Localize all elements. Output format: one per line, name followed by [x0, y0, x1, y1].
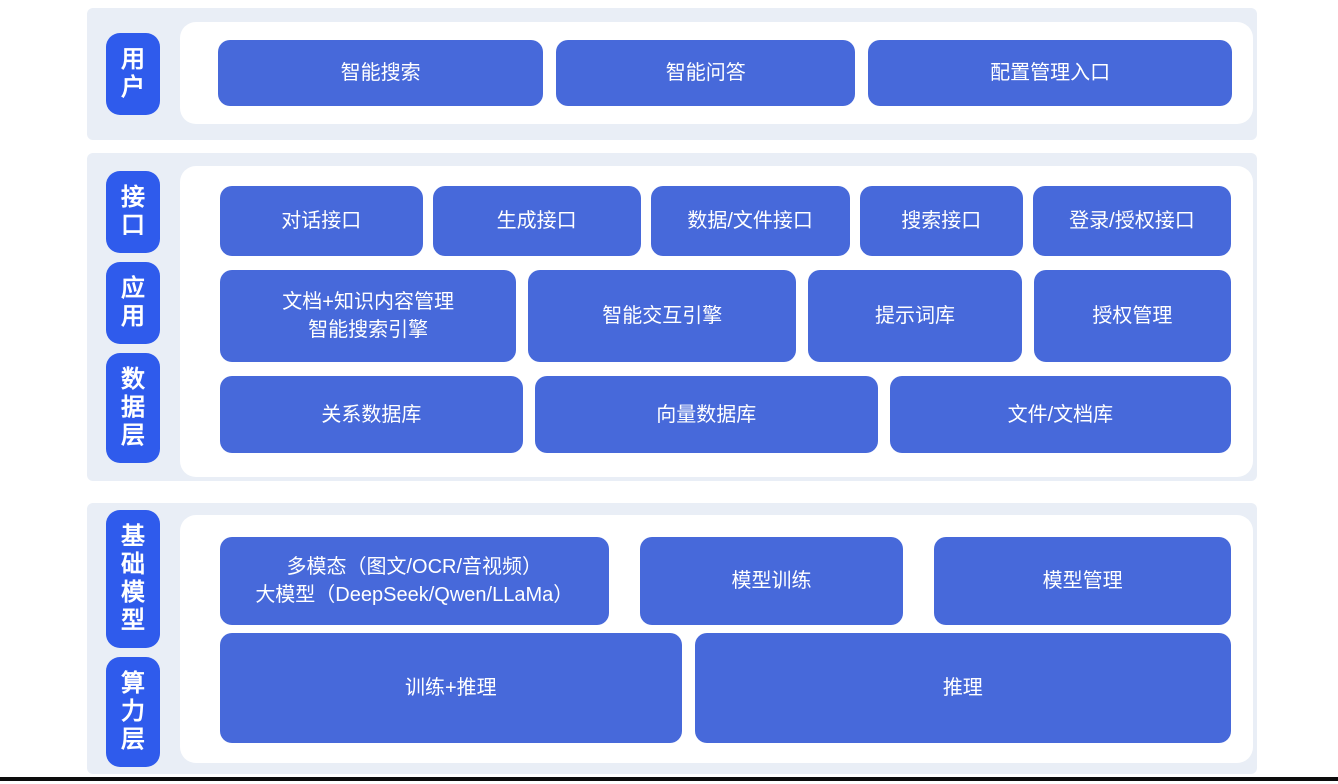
bottom-panel: 多模态（图文/OCR/音视频） 大模型（DeepSeek/Qwen/LLaMa）… [180, 515, 1253, 763]
side-label-application: 应用 [106, 262, 160, 344]
compute-layer-row: 训练+推理 推理 [220, 633, 1231, 743]
side-label-user-text: 用户 [121, 46, 145, 101]
bottom-label-column: 基础模型 算力层 [106, 503, 160, 774]
side-label-foundation-model-text: 基础模型 [121, 523, 145, 634]
user-layer-panel: 智能搜索 智能问答 配置管理入口 [180, 22, 1253, 124]
section-user-layer: 用户 智能搜索 智能问答 配置管理入口 [87, 8, 1257, 140]
block-model-management: 模型管理 [934, 537, 1231, 625]
block-model-training: 模型训练 [639, 537, 904, 625]
block-training-inference: 训练+推理 [220, 633, 682, 743]
block-search-api: 搜索接口 [859, 186, 1023, 256]
block-relational-db: 关系数据库 [220, 376, 523, 453]
architecture-diagram: 用户 智能搜索 智能问答 配置管理入口 接口 应用 数据层 对话接口 [87, 8, 1257, 774]
block-data-file-api: 数据/文件接口 [650, 186, 850, 256]
user-layer-row: 智能搜索 智能问答 配置管理入口 [218, 40, 1232, 106]
side-label-data-layer: 数据层 [106, 353, 160, 463]
middle-panel: 对话接口 生成接口 数据/文件接口 搜索接口 登录/授权接口 文档+知识内容管理… [180, 166, 1253, 477]
block-file-doc-store: 文件/文档库 [889, 376, 1231, 453]
side-label-interface: 接口 [106, 171, 160, 253]
block-generation-api: 生成接口 [432, 186, 641, 256]
middle-label-column: 接口 应用 数据层 [106, 153, 160, 481]
application-row: 文档+知识内容管理 智能搜索引擎 智能交互引擎 提示词库 授权管理 [220, 270, 1231, 362]
side-label-application-text: 应用 [121, 275, 145, 330]
block-config-management-entry: 配置管理入口 [868, 40, 1232, 106]
block-intelligent-qa: 智能问答 [556, 40, 856, 106]
side-label-data-layer-text: 数据层 [121, 366, 145, 449]
side-label-interface-text: 接口 [121, 184, 145, 239]
side-label-user: 用户 [106, 33, 160, 115]
block-login-auth-api: 登录/授权接口 [1032, 186, 1231, 256]
block-intelligent-search: 智能搜索 [218, 40, 544, 106]
side-label-compute-layer: 算力层 [106, 657, 160, 767]
block-auth-management: 授权管理 [1033, 270, 1231, 362]
side-label-compute-layer-text: 算力层 [121, 670, 145, 753]
side-label-foundation-model: 基础模型 [106, 510, 160, 648]
section-interface-application-data: 接口 应用 数据层 对话接口 生成接口 数据/文件接口 搜索接口 登录/授权接口… [87, 153, 1257, 481]
foundation-model-row: 多模态（图文/OCR/音视频） 大模型（DeepSeek/Qwen/LLaMa）… [220, 537, 1231, 625]
data-layer-row: 关系数据库 向量数据库 文件/文档库 [220, 376, 1231, 453]
user-layer-label-column: 用户 [106, 8, 160, 140]
section-foundation-compute: 基础模型 算力层 多模态（图文/OCR/音视频） 大模型（DeepSeek/Qw… [87, 503, 1257, 774]
block-doc-knowledge-search-engine: 文档+知识内容管理 智能搜索引擎 [220, 270, 517, 362]
block-interaction-engine: 智能交互引擎 [528, 270, 797, 362]
block-vector-db: 向量数据库 [534, 376, 878, 453]
interface-row: 对话接口 生成接口 数据/文件接口 搜索接口 登录/授权接口 [220, 186, 1231, 256]
block-dialog-api: 对话接口 [220, 186, 423, 256]
block-prompt-library: 提示词库 [808, 270, 1022, 362]
block-inference: 推理 [694, 633, 1231, 743]
block-multimodal-llm: 多模态（图文/OCR/音视频） 大模型（DeepSeek/Qwen/LLaMa） [220, 537, 609, 625]
bottom-divider-line [0, 777, 1338, 781]
